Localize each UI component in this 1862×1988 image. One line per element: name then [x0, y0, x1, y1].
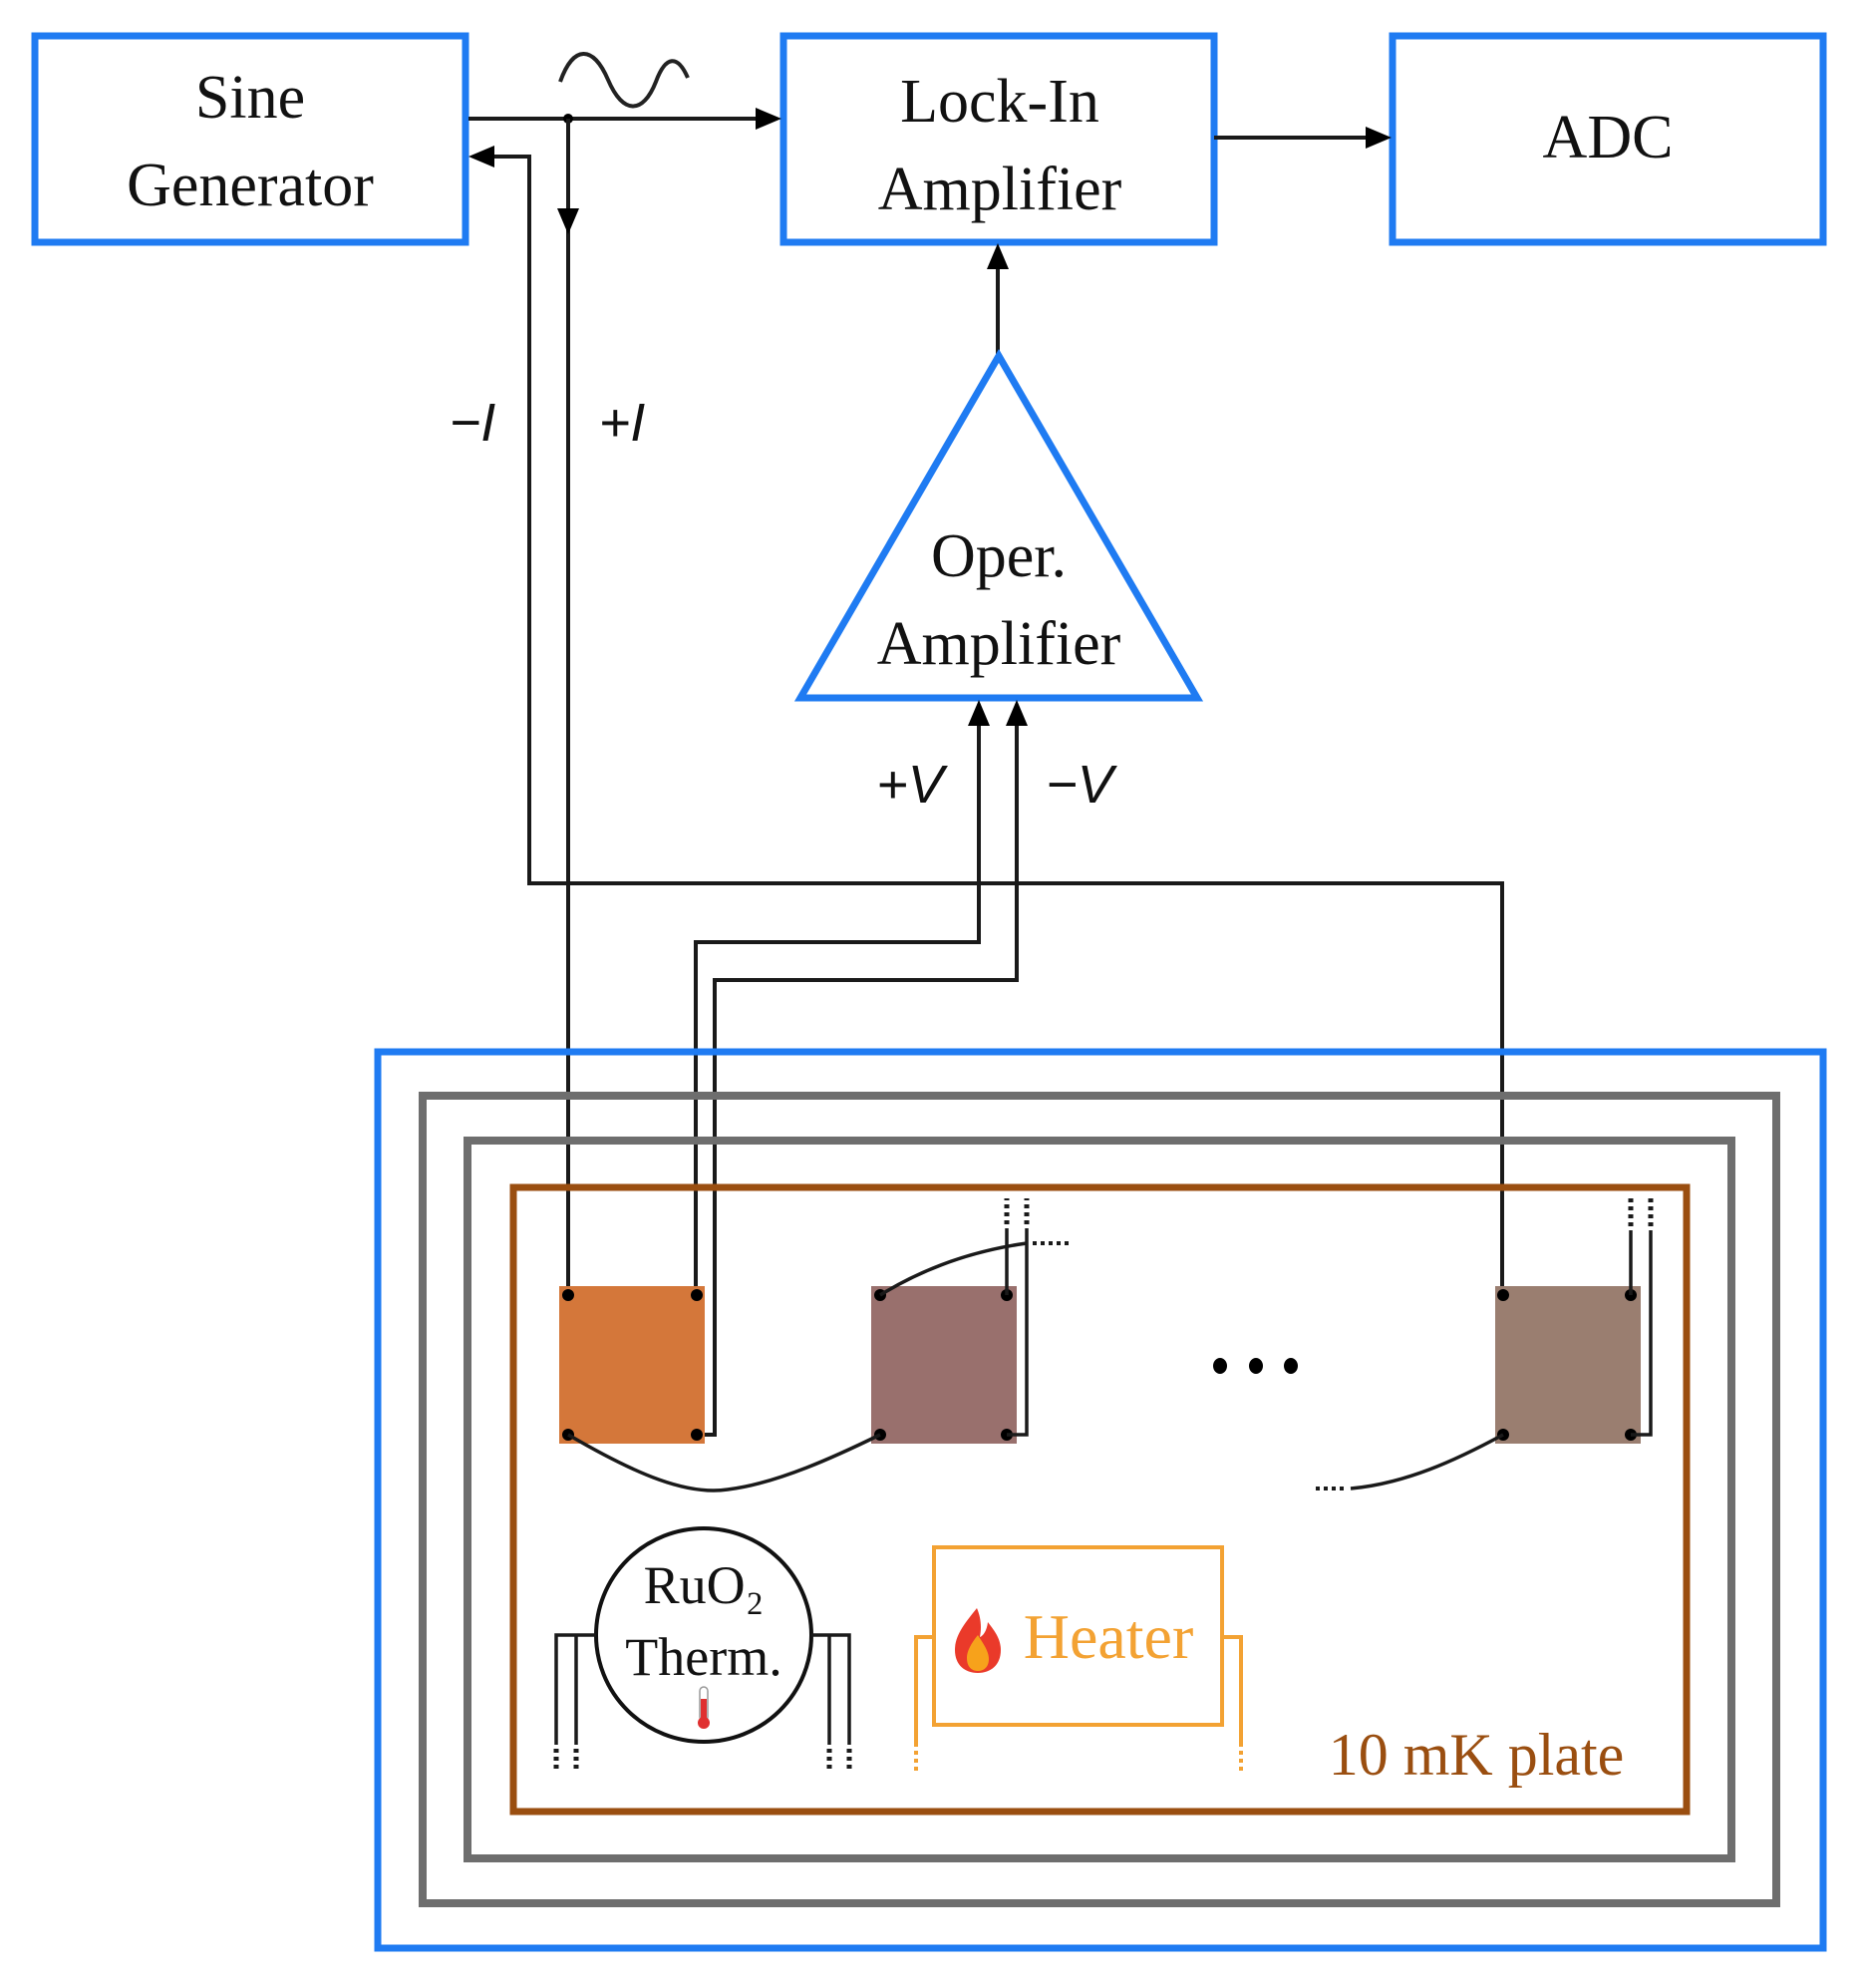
sample-2-current-out-wire — [879, 1241, 1028, 1297]
radiation-shield-1 — [419, 1092, 1780, 1907]
thermometer-icon — [698, 1686, 710, 1729]
minus-i-wire — [488, 155, 1504, 1295]
plus-i-label: +I — [599, 393, 646, 453]
reference-arrow — [756, 108, 781, 130]
heater-label: Heater — [1024, 1601, 1194, 1672]
opamp-label-1: Oper. — [931, 522, 1067, 590]
sample-1-contact — [691, 1429, 703, 1441]
adc-block: ADC — [1389, 32, 1827, 246]
minus-v-label: −V — [1046, 755, 1118, 815]
sample-1-to-2-current-wire — [567, 1433, 881, 1492]
sine-generator-label-1: Sine — [195, 64, 305, 132]
minus-v-wire — [697, 724, 1019, 1437]
radiation-shield-2 — [464, 1137, 1735, 1862]
sample-1 — [559, 1286, 705, 1444]
more-samples-ellipsis — [1213, 1358, 1298, 1374]
adc-label: ADC — [1543, 104, 1674, 171]
sample-3-voltage-wire — [1631, 1230, 1653, 1437]
sample-1-contact — [562, 1289, 574, 1301]
opamp-output-arrow — [987, 243, 1009, 269]
lock-in-amplifier-block: Lock-In Amplifier — [779, 32, 1218, 246]
plus-v-label: +V — [876, 755, 949, 815]
fire-icon — [955, 1608, 1001, 1673]
sample-3-current-in-wire — [1350, 1433, 1504, 1491]
plus-v-arrow — [968, 700, 990, 726]
sample-1-contact — [691, 1289, 703, 1301]
sample-2-voltage-wire — [1007, 1228, 1029, 1437]
minus-i-arrow — [468, 146, 494, 167]
sample-3-contact — [1497, 1289, 1509, 1301]
plate-label: 10 mK plate — [1329, 1722, 1625, 1788]
sine-generator-label-2: Generator — [127, 152, 374, 219]
sample-3 — [1495, 1286, 1641, 1444]
heater: Heater — [914, 1545, 1243, 1771]
ruo2-thermometer: RuO₂ Therm. — [553, 1526, 852, 1771]
adc-arrow — [1366, 127, 1392, 149]
sine-wave-icon — [558, 52, 690, 109]
plus-i-arrow — [557, 208, 579, 234]
lock-in-label-1: Lock-In — [900, 68, 1099, 136]
cryostat-outer-frame — [374, 1048, 1827, 1952]
thermometer-label-1: RuO₂ — [644, 1555, 765, 1615]
sample-2 — [871, 1286, 1017, 1444]
operational-amplifier-block: Oper. Amplifier — [793, 349, 1204, 702]
thermometer-label-2: Therm. — [625, 1627, 781, 1687]
sine-generator-block: Sine Generator — [31, 32, 469, 246]
plus-v-wire — [694, 724, 981, 1295]
lock-in-label-2: Amplifier — [878, 156, 1122, 223]
opamp-label-2: Amplifier — [877, 610, 1121, 678]
mixing-chamber-plate — [509, 1183, 1691, 1816]
minus-i-label: −I — [450, 393, 496, 453]
minus-v-arrow — [1006, 700, 1028, 726]
